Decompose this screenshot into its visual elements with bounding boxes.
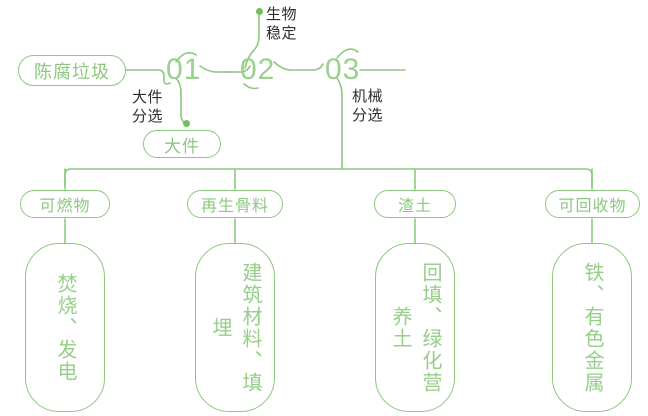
output-pill-0[interactable]: 可燃物	[20, 190, 110, 218]
source-pill[interactable]: 陈腐垃圾	[18, 55, 126, 86]
source-label: 陈腐垃圾	[34, 61, 110, 82]
stage-annotation-02: 生物 稳定	[266, 6, 298, 42]
endpoint-dot-bulky	[183, 120, 190, 127]
stage-annotation-01: 大件 分选	[132, 89, 164, 125]
stage-annotation-03: 机械 分选	[352, 88, 384, 124]
side-output-label: 大件	[164, 136, 200, 156]
output-pill-1[interactable]: 再生骨料	[187, 190, 283, 218]
endpoint-dot-biological	[256, 8, 263, 15]
stage-number-01[interactable]: 01	[166, 53, 202, 86]
destination-box-3[interactable]: 铁、有色金属	[552, 243, 632, 412]
destination-text-2: 回填、绿化营养土	[389, 261, 441, 394]
output-pill-label-3: 可回收物	[558, 198, 627, 215]
output-pill-label-1: 再生骨料	[200, 198, 269, 215]
destination-text-0: 焚烧、发电	[54, 272, 76, 383]
destination-box-1[interactable]: 建筑材料、填埋	[195, 243, 275, 412]
destination-text-3: 铁、有色金属	[581, 261, 603, 394]
output-pill-label-2: 渣土	[397, 198, 432, 215]
destination-text-1: 建筑材料、填埋	[209, 261, 261, 394]
output-pill-2[interactable]: 渣土	[374, 190, 456, 218]
destination-box-2[interactable]: 回填、绿化营养土	[375, 243, 455, 412]
stage-number-03[interactable]: 03	[325, 53, 361, 86]
destination-box-0[interactable]: 焚烧、发电	[25, 243, 105, 412]
side-output-pill[interactable]: 大件	[143, 130, 221, 158]
output-pill-3[interactable]: 可回收物	[545, 190, 640, 218]
output-pill-label-0: 可燃物	[39, 198, 91, 215]
stage-number-02[interactable]: 02	[240, 53, 276, 86]
